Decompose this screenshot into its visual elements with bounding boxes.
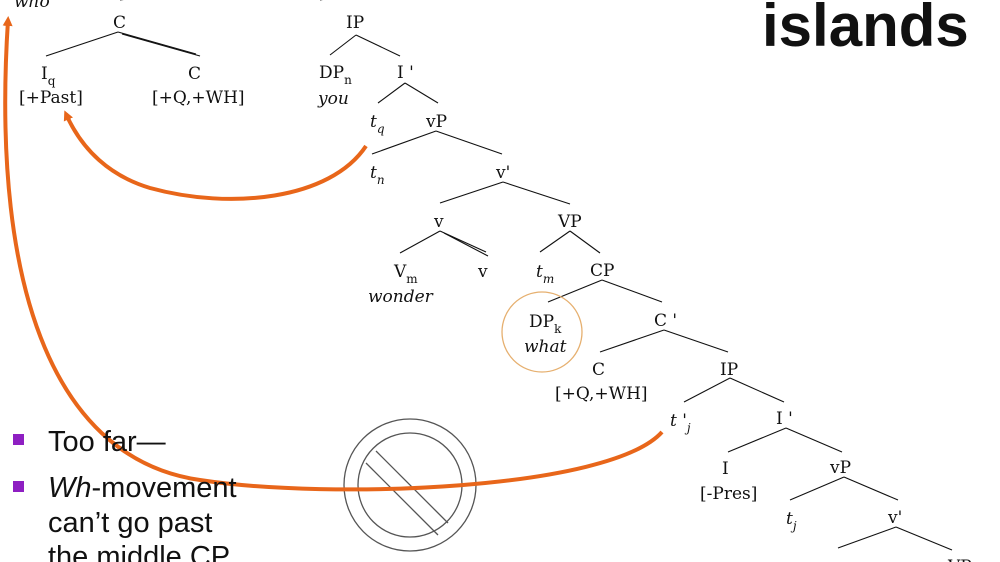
- node-c-low: C: [188, 64, 201, 84]
- node-iq: Iq: [41, 64, 56, 88]
- node-cp-mid: CP: [590, 261, 614, 281]
- movement-arrow-who: [2, 16, 664, 492]
- tree-edges: [45, 0, 953, 551]
- highlight-circle: [501, 291, 583, 373]
- node-minus-pres: [-Pres]: [700, 484, 757, 504]
- node-v-small: v: [433, 212, 444, 232]
- square-bullet-icon: [13, 434, 24, 445]
- node-ibar-mid: I ': [776, 409, 793, 429]
- node-cbar-mid: C ': [654, 311, 677, 331]
- node-v-lower: v: [477, 262, 488, 282]
- bullet-2-line-2: can’t go past: [48, 507, 212, 539]
- node-t-q: tq: [370, 112, 385, 136]
- node-ip-top: IP: [346, 13, 364, 33]
- node-t-m: tm: [536, 262, 554, 286]
- slide-title: islands: [762, 0, 969, 59]
- bullet-1: Too far—: [48, 426, 166, 458]
- bullet-list: Too far— Wh-movement can’t go past the m…: [13, 426, 237, 562]
- node-you: you: [317, 89, 349, 109]
- node-c-low-features: [+Q,+WH]: [152, 88, 245, 108]
- node-ibar-top: I ': [397, 63, 414, 83]
- node-what: what: [524, 337, 567, 357]
- node-t-j: tj: [786, 509, 797, 533]
- node-dp-n: DPn: [319, 63, 352, 87]
- node-i-mid: I: [722, 459, 729, 479]
- tree-nodes: who C IP Iq [+Past] C [+Q,+WH] DPn you I…: [14, 0, 972, 562]
- bullet-2-line-3: the middle CP: [48, 541, 230, 562]
- node-t-n: tn: [370, 163, 385, 187]
- node-vp-lower: vP: [829, 458, 851, 478]
- node-ip-mid: IP: [720, 360, 738, 380]
- node-vbar-lower: v': [887, 508, 902, 528]
- node-c-mid-features: [+Q,+WH]: [555, 384, 648, 404]
- node-VP-big: VP: [557, 212, 582, 232]
- square-bullet-icon: [13, 481, 24, 492]
- node-c-mid: C: [592, 360, 605, 380]
- node-t-j-prime: t 'j: [670, 411, 691, 435]
- movement-arrow-tq: [63, 110, 368, 201]
- node-V-m: Vm: [393, 262, 418, 286]
- node-plus-past: [+Past]: [19, 88, 83, 108]
- node-wonder: wonder: [368, 287, 434, 307]
- node-c-top: C: [113, 13, 126, 33]
- node-who: who: [14, 0, 50, 12]
- bullet-2: Wh-movement: [48, 472, 237, 504]
- node-vp-upper: vP: [425, 112, 447, 132]
- node-dp-k: DPk: [529, 312, 562, 336]
- node-vbar-upper: v': [495, 163, 510, 183]
- node-vp-cut: VP: [947, 557, 972, 562]
